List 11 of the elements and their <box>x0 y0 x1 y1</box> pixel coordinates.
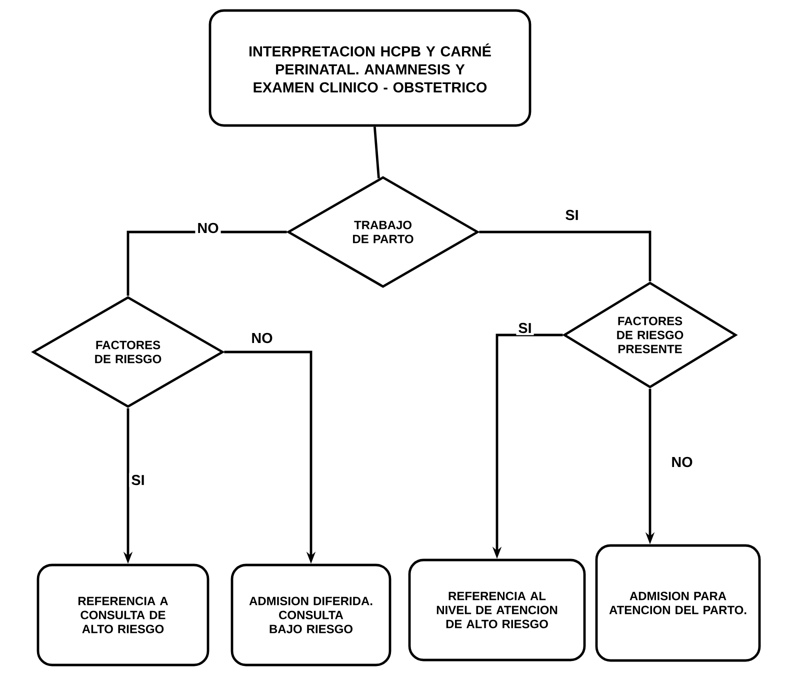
edge-label: NO <box>195 220 221 236</box>
edge-label: NO <box>669 454 695 470</box>
process-box: REFERENCIA A CONSULTA DE ALTO RIESGO <box>36 564 210 666</box>
edge-label: SI <box>563 208 581 222</box>
process-box: REFERENCIA AL NIVEL DE ATENCION DE ALTO RIESGO <box>408 558 586 662</box>
process-box: ADMISION DIFERIDA. CONSULTA BAJO RIESGO <box>230 564 392 666</box>
edge-label: SI <box>129 472 147 488</box>
process-box: ADMISION PARA ATENCION DEL PARTO. <box>595 544 761 662</box>
edge-label: SI <box>516 320 534 336</box>
edge-label: NO <box>249 330 275 346</box>
process-box: INTERPRETACION HCPB Y CARNÉ PERINATAL. ANAMNESIS Y EXAMEN CLINICO - OBSTETRICO <box>208 9 532 127</box>
